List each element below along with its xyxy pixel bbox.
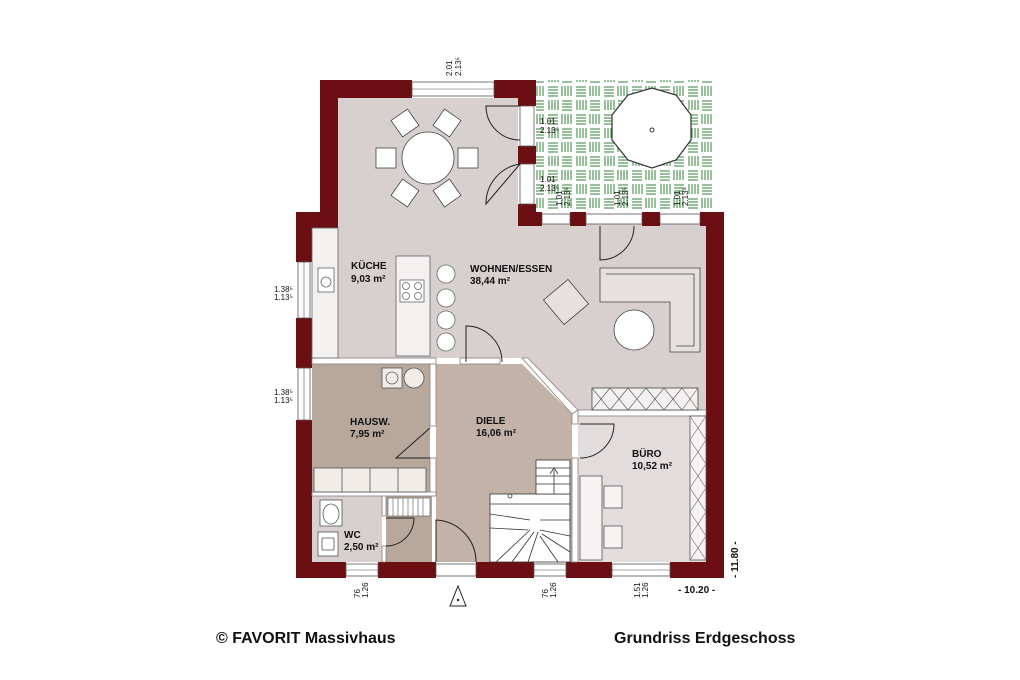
interior-walls (311, 357, 707, 563)
staircase (489, 459, 571, 563)
wall-living-right-mid (518, 146, 536, 164)
dim-terrace-window-b2: 2.13⁵ (621, 187, 630, 206)
dim-bottom-window-2a: 76 (541, 589, 550, 598)
wall-living-right-upper (518, 80, 536, 106)
room-area-kueche: 9,03 m² (351, 274, 386, 285)
wall-terrace-1 (518, 212, 542, 226)
copyright-text: © FAVORIT Massivhaus (216, 630, 396, 647)
door-terrace-2 (519, 163, 535, 205)
dim-total-width: - 10.20 - (678, 585, 715, 596)
sink (317, 267, 335, 293)
wall-bottom-4 (566, 562, 612, 578)
wall-right (706, 212, 724, 578)
wall-terrace-2 (570, 212, 586, 226)
sofa (599, 267, 701, 353)
wall-kitchen-left-upper (320, 80, 338, 212)
terrace (536, 80, 712, 212)
wc-fixtures (317, 499, 343, 557)
dim-terrace-door-1b: 2.13⁵ (540, 126, 559, 135)
walls (296, 80, 724, 578)
armchair (542, 278, 590, 326)
desk (579, 475, 603, 561)
wall-bottom-3 (476, 562, 534, 578)
dim-terrace-window-a1: 1.01 (555, 190, 564, 206)
dim-bottom-window-3b: 1.26 (641, 582, 650, 598)
office-chair (603, 485, 623, 509)
room-area-wohnen: 38,44 m² (470, 276, 511, 287)
kitchen-island (395, 255, 431, 357)
dim-left-window-1b: 1.13⁵ (274, 293, 293, 302)
dim-terrace-window-b1: 1.01 (613, 190, 622, 206)
room-area-buero: 10,52 m² (632, 461, 673, 472)
window-terrace-b (585, 213, 643, 225)
dim-bottom-window-3a: 1.51 (633, 582, 642, 598)
wall-bottom-1 (296, 562, 346, 578)
room-name-buero: BÜRO (632, 447, 662, 460)
bar-stool (436, 264, 456, 284)
living-furniture (542, 267, 701, 411)
room-name-wohnen: WOHNEN/ESSEN (470, 264, 552, 275)
coffee-table (613, 309, 655, 351)
wall-left-3 (296, 420, 312, 576)
doors (385, 105, 635, 563)
wall-terrace-3 (642, 212, 660, 226)
window-terrace-c (659, 213, 701, 225)
dim-terrace-door-1a: 1.01 (540, 117, 556, 126)
sideboard (591, 387, 699, 411)
dining-set (375, 108, 479, 208)
dim-terrace-window-a2: 2.13⁵ (563, 187, 572, 206)
dim-terrace-window-c2: 2.13⁵ (681, 187, 690, 206)
dim-total-depth: - 11.80 - (730, 541, 741, 578)
bar-stool (436, 310, 456, 330)
dim-top-window-2: 2.13⁵ (454, 57, 463, 76)
wall-left-1 (296, 212, 312, 262)
washbasin (317, 531, 339, 557)
dining-table (401, 131, 455, 185)
dim-top-window-1: 2.01 (445, 60, 454, 76)
dim-left-window-2b: 1.13⁵ (274, 396, 293, 405)
wall-bottom-2 (378, 562, 436, 578)
kitchen-counter-left (311, 227, 339, 359)
entrance-arrow (449, 584, 467, 607)
room-area-wc: 2,50 m² (344, 542, 379, 553)
dim-terrace-door-2b: 2.13⁵ (540, 184, 559, 193)
dim-terrace-door-2a: 1.01 (540, 175, 556, 184)
dim-bottom-window-2b: 1.26 (549, 582, 558, 598)
dimension-labels: 2.01 2.13⁵ 1.01 2.13⁵ 1.01 2.13⁵ 1.01 2.… (274, 57, 741, 598)
room-area-hausw: 7,95 m² (350, 429, 385, 440)
wardrobe (387, 497, 431, 517)
wall-left-2 (296, 318, 312, 368)
window-terrace-a (541, 213, 571, 225)
parasol-pole (649, 127, 655, 133)
plan-title: Grundriss Erdgeschoss (614, 630, 796, 647)
bar-stool (436, 288, 456, 308)
dim-bottom-window-1a: 76 (353, 589, 362, 598)
dim-left-window-1a: 1.38⁵ (274, 285, 293, 294)
utility-fixtures (313, 367, 427, 493)
wall-terrace-4 (700, 212, 724, 226)
room-labels: KÜCHE 9,03 m² WOHNEN/ESSEN 38,44 m² HAUS… (344, 259, 673, 553)
dim-left-window-2a: 1.38⁵ (274, 388, 293, 397)
kitchen (311, 227, 456, 359)
room-name-kueche: KÜCHE (351, 259, 387, 272)
bookshelf (689, 415, 707, 561)
door-terrace-1 (519, 105, 535, 147)
bar-stool (436, 332, 456, 352)
room-name-hausw: HAUSW. (350, 417, 390, 428)
wall-top-left (320, 80, 412, 98)
cooktop (399, 279, 425, 303)
dim-terrace-window-c1: 1.01 (673, 190, 682, 206)
dim-bottom-window-1b: 1.26 (361, 582, 370, 598)
entrance-opening (435, 563, 477, 577)
room-area-diele: 16,06 m² (476, 428, 517, 439)
office-furniture (579, 415, 707, 561)
room-name-diele: DIELE (476, 416, 506, 427)
office-chair (603, 525, 623, 549)
room-name-wc: WC (344, 530, 361, 541)
